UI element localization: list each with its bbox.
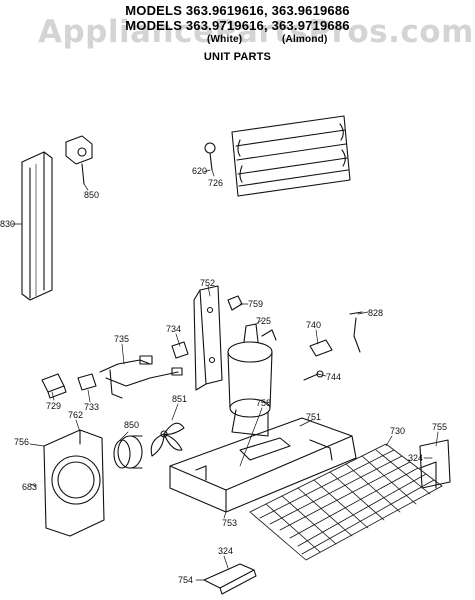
models-line-2: MODELS 363.9719616, 363.9719686 bbox=[125, 18, 350, 33]
part-label-744: 744 bbox=[326, 372, 341, 382]
corner-bracket-part bbox=[419, 439, 451, 489]
wire-harness-part bbox=[99, 355, 183, 399]
fan-blade-part bbox=[150, 422, 185, 457]
part-label-828: 828 bbox=[368, 308, 383, 318]
unit-parts-subtitle: UNIT PARTS bbox=[203, 51, 272, 63]
part-label-740: 740 bbox=[306, 320, 321, 330]
clip-part-759 bbox=[227, 295, 243, 311]
part-label-726: 726 bbox=[208, 178, 223, 188]
part-label-729: 729 bbox=[46, 401, 61, 411]
clamp-part-744 bbox=[303, 370, 324, 381]
fan-shroud-part bbox=[43, 429, 105, 537]
part-label-620: 620 bbox=[192, 166, 207, 176]
part-label-730: 730 bbox=[390, 426, 405, 436]
connector-part-734 bbox=[171, 341, 189, 359]
part-label-758: 758 bbox=[256, 398, 271, 408]
models-line-1: MODELS 363.9619616, 363.9619686 bbox=[125, 3, 350, 18]
part-label-683: 683 bbox=[22, 482, 37, 492]
part-label-735: 735 bbox=[114, 334, 129, 344]
compressor-part bbox=[227, 323, 277, 437]
part-label-324-top: 324 bbox=[408, 453, 423, 463]
fitting-part-850 bbox=[65, 135, 93, 185]
part-label-755: 755 bbox=[432, 422, 447, 432]
base-pan-part bbox=[169, 417, 357, 513]
condenser-grid-part bbox=[249, 443, 443, 561]
bracket-part-754 bbox=[203, 563, 257, 595]
part-label-756: 756 bbox=[14, 437, 29, 447]
part-label-752: 752 bbox=[200, 278, 215, 288]
part-label-733: 733 bbox=[84, 402, 99, 412]
part-label-762: 762 bbox=[68, 410, 83, 420]
part-label-759: 759 bbox=[248, 299, 263, 309]
plug-part-733 bbox=[77, 373, 97, 391]
part-label-850: 850 bbox=[84, 190, 99, 200]
compressor-bracket-part bbox=[193, 285, 223, 391]
part-label-753: 753 bbox=[222, 518, 237, 528]
drain-trough-part bbox=[21, 151, 53, 301]
white-label: (White) bbox=[207, 34, 243, 45]
part-label-851: 851 bbox=[172, 394, 187, 404]
part-label-725: 725 bbox=[256, 316, 271, 326]
fan-motor-part bbox=[113, 435, 143, 469]
part-label-324-bottom: 324 bbox=[218, 546, 233, 556]
almond-label: (Almond) bbox=[282, 34, 328, 45]
relay-part bbox=[309, 311, 363, 357]
condenser-coil-part bbox=[204, 115, 351, 197]
part-label-754: 754 bbox=[178, 575, 193, 585]
part-label-751: 751 bbox=[306, 412, 321, 422]
part-label-830: 830 bbox=[0, 219, 15, 229]
electrical-box-part-729 bbox=[41, 373, 67, 399]
part-label-850-motor: 850 bbox=[124, 420, 139, 430]
part-label-734: 734 bbox=[166, 324, 181, 334]
